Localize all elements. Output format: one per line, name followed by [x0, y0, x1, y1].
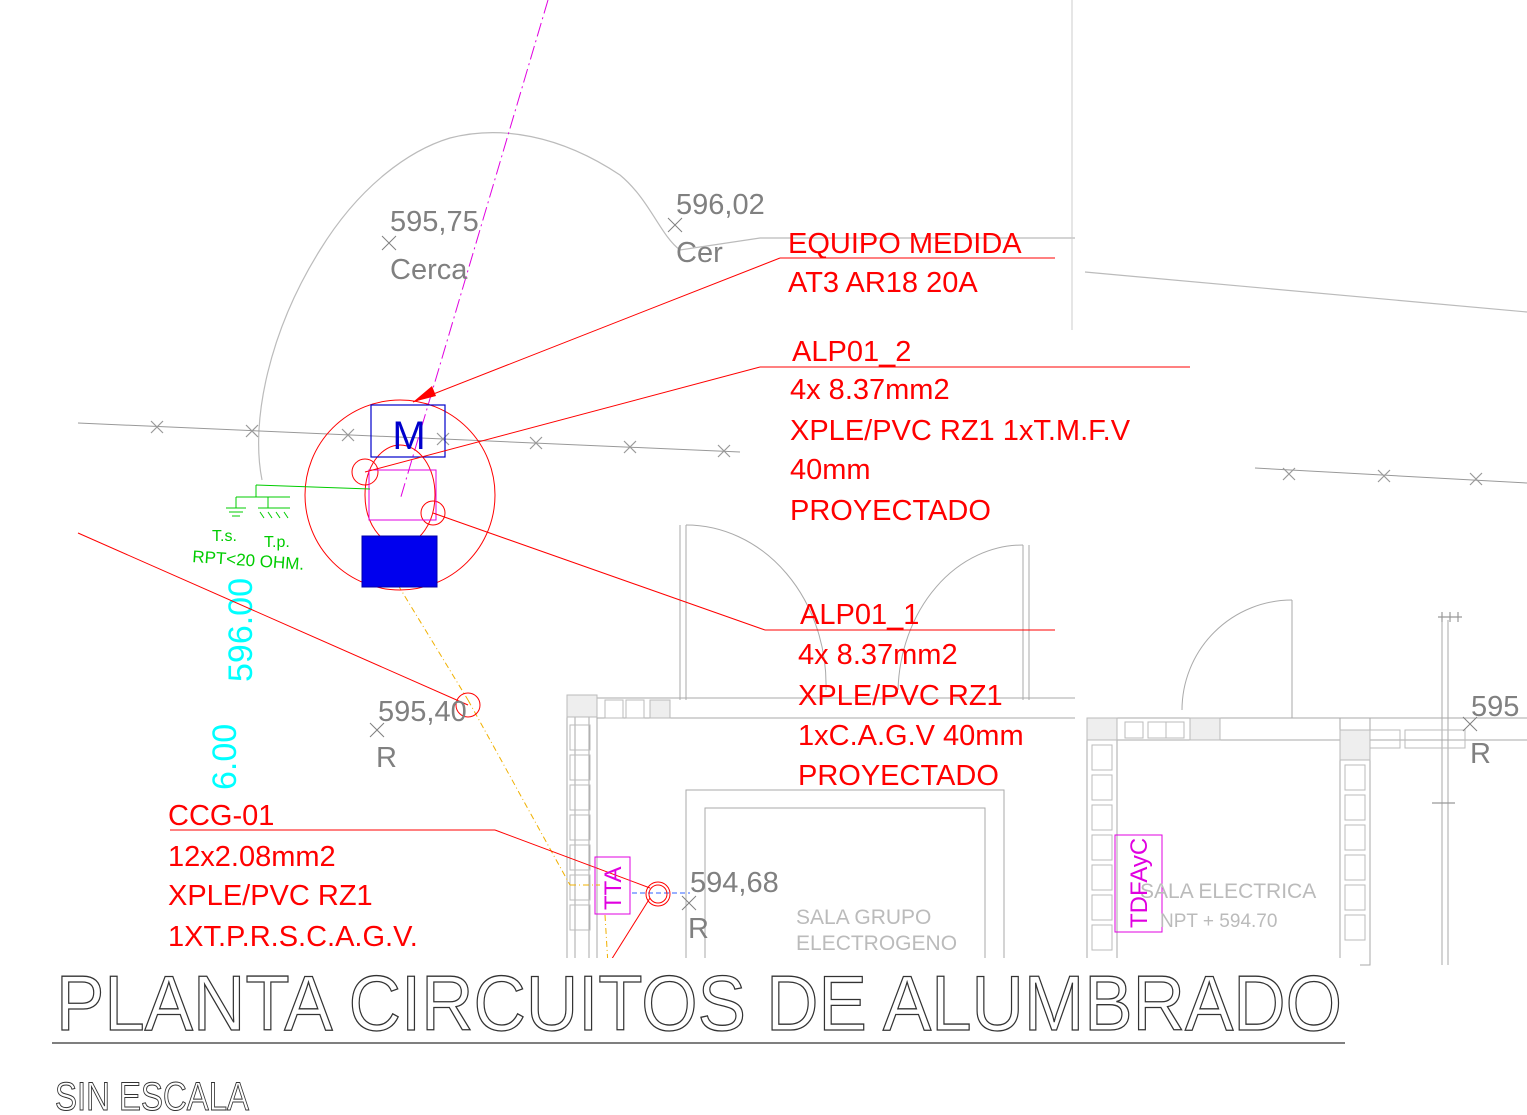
magenta-axis-line — [399, 0, 549, 501]
drawing-subtitle: SIN ESCALA — [55, 1075, 249, 1115]
panel-tdfayc-label: TDFAyC — [1126, 838, 1153, 928]
elevation-5-value: 595 — [1471, 691, 1519, 723]
elevation-3-value: 595,40 — [378, 696, 467, 728]
panel-tta-label: TTA — [600, 866, 627, 910]
room-grupo-line2: ELECTROGENO — [796, 932, 957, 955]
ccg01-line3: XPLE/PVC RZ1 — [168, 880, 373, 912]
feeder-route — [397, 584, 609, 966]
elevation-2-value: 596,02 — [676, 189, 765, 221]
elevation-4-tag: R — [688, 913, 709, 945]
alp01-1-line1: ALP01_1 — [800, 599, 919, 631]
ground-tp-label: T.p. — [264, 534, 290, 551]
room-grupo-line1: SALA GRUPO — [796, 906, 931, 929]
fence-markers — [150, 420, 1483, 486]
alp01-2-line3: XPLE/PVC RZ1 1xT.M.F.V — [790, 415, 1131, 447]
elevation-5-tag: R — [1470, 738, 1491, 770]
elevation-markers — [369, 217, 1478, 911]
elevation-1-tag: Cerca — [390, 254, 468, 286]
panel-tdfayc-box — [1114, 834, 1163, 933]
meter-letter: M — [392, 414, 425, 458]
ground-ts-label: T.s. — [212, 528, 237, 545]
alp01-1-line3: XPLE/PVC RZ1 — [798, 680, 1003, 712]
post-marker — [1432, 612, 1462, 804]
alp01-1-line2: 4x 8.37mm2 — [798, 639, 958, 671]
meter-box — [370, 404, 446, 458]
panel-tta-box — [594, 856, 631, 915]
elevation-3-tag: R — [376, 742, 397, 774]
contour-label-1: 596.00 — [222, 578, 260, 682]
room-electrica-line1: SALA ELECTRICA — [1140, 880, 1316, 903]
ccg01-line1: CCG-01 — [168, 800, 274, 832]
ground-rpt-label: RPT<20 OHM. — [192, 547, 305, 574]
boundary-line-right — [1084, 271, 1527, 313]
grounding-symbol — [226, 484, 371, 519]
title-background — [40, 958, 1360, 1048]
alp01-2-line1: ALP01_2 — [792, 336, 911, 368]
equipo-medida-arrowhead — [413, 386, 436, 402]
room-electrica-line2: NPT + 594.70 — [1160, 911, 1277, 932]
alp01-2-line2: 4x 8.37mm2 — [790, 374, 950, 406]
equipo-medida-line1: EQUIPO MEDIDA — [788, 228, 1022, 260]
alp01-2-line4: 40mm — [790, 454, 871, 486]
transformer-block — [361, 535, 438, 588]
equipo-medida-line2: AT3 AR18 20A — [788, 267, 978, 299]
drawing-title: PLANTA CIRCUITOS DE ALUMBRADO — [56, 959, 1342, 1047]
leader-lines — [77, 257, 1190, 966]
contour-label-2: 6.00 — [206, 724, 244, 790]
ccg01-line4: 1XT.P.R.S.C.A.G.V. — [168, 921, 418, 953]
fence-line-right — [1254, 467, 1527, 484]
alp01-2-line5: PROYECTADO — [790, 495, 991, 527]
alp01-1-line4: 1xC.A.G.V 40mm — [798, 720, 1024, 752]
ccg01-line2: 12x2.08mm2 — [168, 841, 336, 873]
elevation-1-value: 595,75 — [390, 206, 479, 238]
alp01-1-line5: PROYECTADO — [798, 760, 999, 792]
building-walls — [566, 524, 1527, 966]
elevation-4-value: 594,68 — [690, 867, 779, 899]
wall-blocks — [566, 694, 1466, 951]
meter-panel — [368, 469, 437, 521]
elevation-2-tag: Cer — [676, 237, 723, 269]
property-boundary-curve — [258, 132, 1075, 481]
